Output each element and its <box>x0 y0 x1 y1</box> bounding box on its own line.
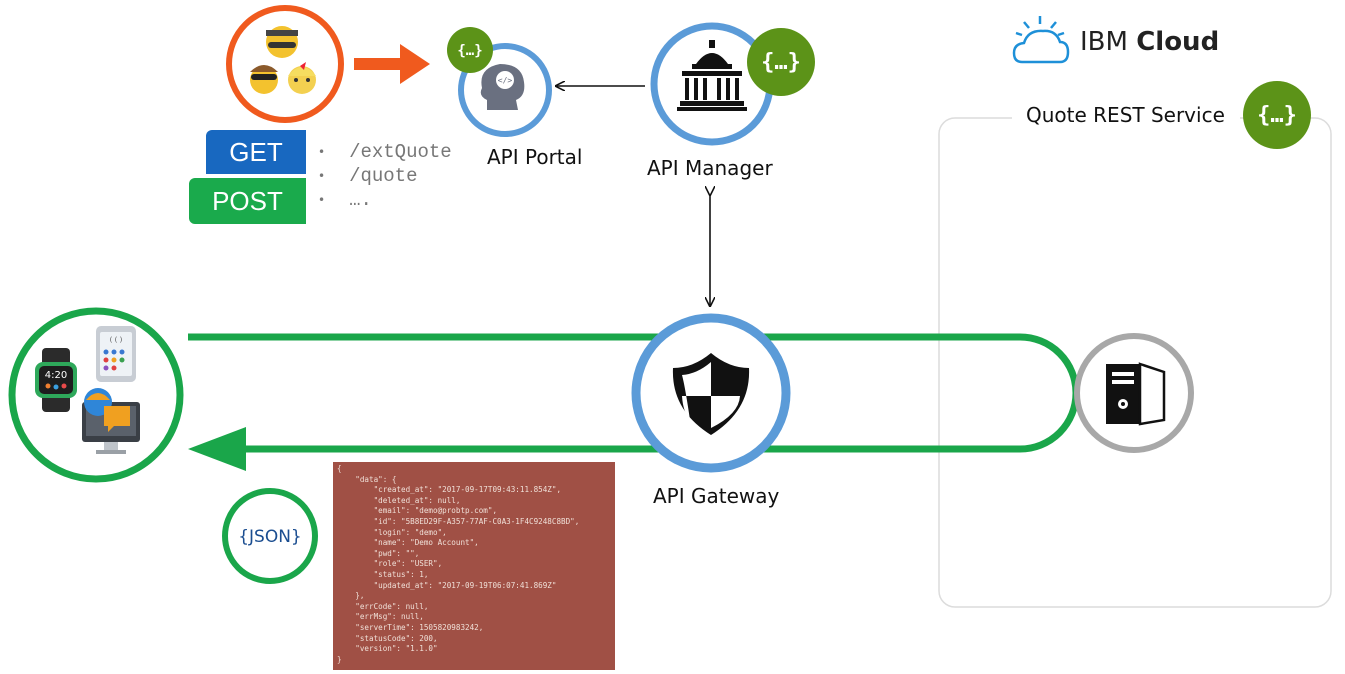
json-line: "deleted_at": null, <box>337 495 461 505</box>
json-line: "serverTime": 1505820983242, <box>337 622 484 632</box>
manager-swagger-icon: {…} <box>761 50 801 75</box>
quote-service-label: Quote REST Service <box>1026 103 1225 127</box>
developer-avatars-icon <box>250 26 316 94</box>
endpoint-item: •/extQuote <box>318 141 452 164</box>
post-method-badge: POST <box>189 178 306 224</box>
ibm-cloud-icon <box>1012 16 1070 64</box>
json-line: }, <box>337 591 365 601</box>
json-line: "role": "USER", <box>337 559 443 569</box>
api-manager-label: API Manager <box>647 156 773 180</box>
desktop-monitor-icon <box>82 388 140 454</box>
smartwatch-icon: 4:20 <box>35 348 77 412</box>
server-tower-icon <box>1106 362 1166 426</box>
json-response-payload: { "data": { "created_at": "2017-09-17T09… <box>333 462 615 670</box>
json-line: "email": "demo@probtp.com", <box>337 506 498 516</box>
endpoint-list: •/extQuote •/quote •…. <box>318 140 452 212</box>
json-line: "name": "Demo Account", <box>337 538 479 548</box>
ibm-cloud-logo: IBM Cloud <box>1080 27 1219 57</box>
watch-time: 4:20 <box>45 370 67 381</box>
api-gateway-label: API Gateway <box>653 484 780 508</box>
json-line: "pwd": "", <box>337 548 420 558</box>
ibm-text: IBM <box>1080 27 1128 57</box>
json-line: "statusCode": 200, <box>337 633 438 643</box>
service-swagger-badge <box>1243 81 1311 149</box>
endpoint-item: •…. <box>318 189 372 212</box>
json-line: "errCode": null, <box>337 601 429 611</box>
json-line: { <box>337 464 342 473</box>
json-line: "data": { <box>337 474 397 484</box>
json-badge-circle <box>222 488 318 584</box>
cloud-text: Cloud <box>1136 27 1220 57</box>
json-line: "version": "1.1.0" <box>337 644 438 654</box>
json-line: "id": "5B8ED29F-A357-77AF-C0A3-1F4C9248C… <box>337 516 580 526</box>
developer-portal-arrow <box>354 44 430 84</box>
api-portal-label: API Portal <box>487 145 583 169</box>
svg-text:( ( ): ( ( ) <box>110 336 123 344</box>
json-line: "errMsg": null, <box>337 612 424 622</box>
json-badge: {JSON} <box>238 527 302 547</box>
capitol-building-icon <box>677 40 747 111</box>
developers-circle <box>226 5 344 123</box>
portal-swagger-badge <box>447 27 493 73</box>
get-method-badge: GET <box>206 130 306 174</box>
manager-swagger-badge <box>747 28 815 96</box>
json-line: "updated_at": "2017-09-19T06:07:41.869Z" <box>337 580 557 590</box>
response-arrowhead <box>188 427 246 471</box>
json-line: "login": "demo", <box>337 527 447 537</box>
developer-head-icon: </> <box>480 64 525 110</box>
security-shield-icon <box>672 353 750 435</box>
service-swagger-icon: {…} <box>1257 103 1297 128</box>
endpoint-item: •/quote <box>318 165 418 188</box>
json-line: } <box>337 654 342 664</box>
json-line: "created_at": "2017-09-17T09:43:11.854Z"… <box>337 485 562 495</box>
json-line: "status": 1, <box>337 569 429 579</box>
portal-swagger-icon: {…} <box>457 43 482 59</box>
tablet-icon: ( ( ) <box>96 326 136 382</box>
svg-text:</>: </> <box>498 76 513 85</box>
